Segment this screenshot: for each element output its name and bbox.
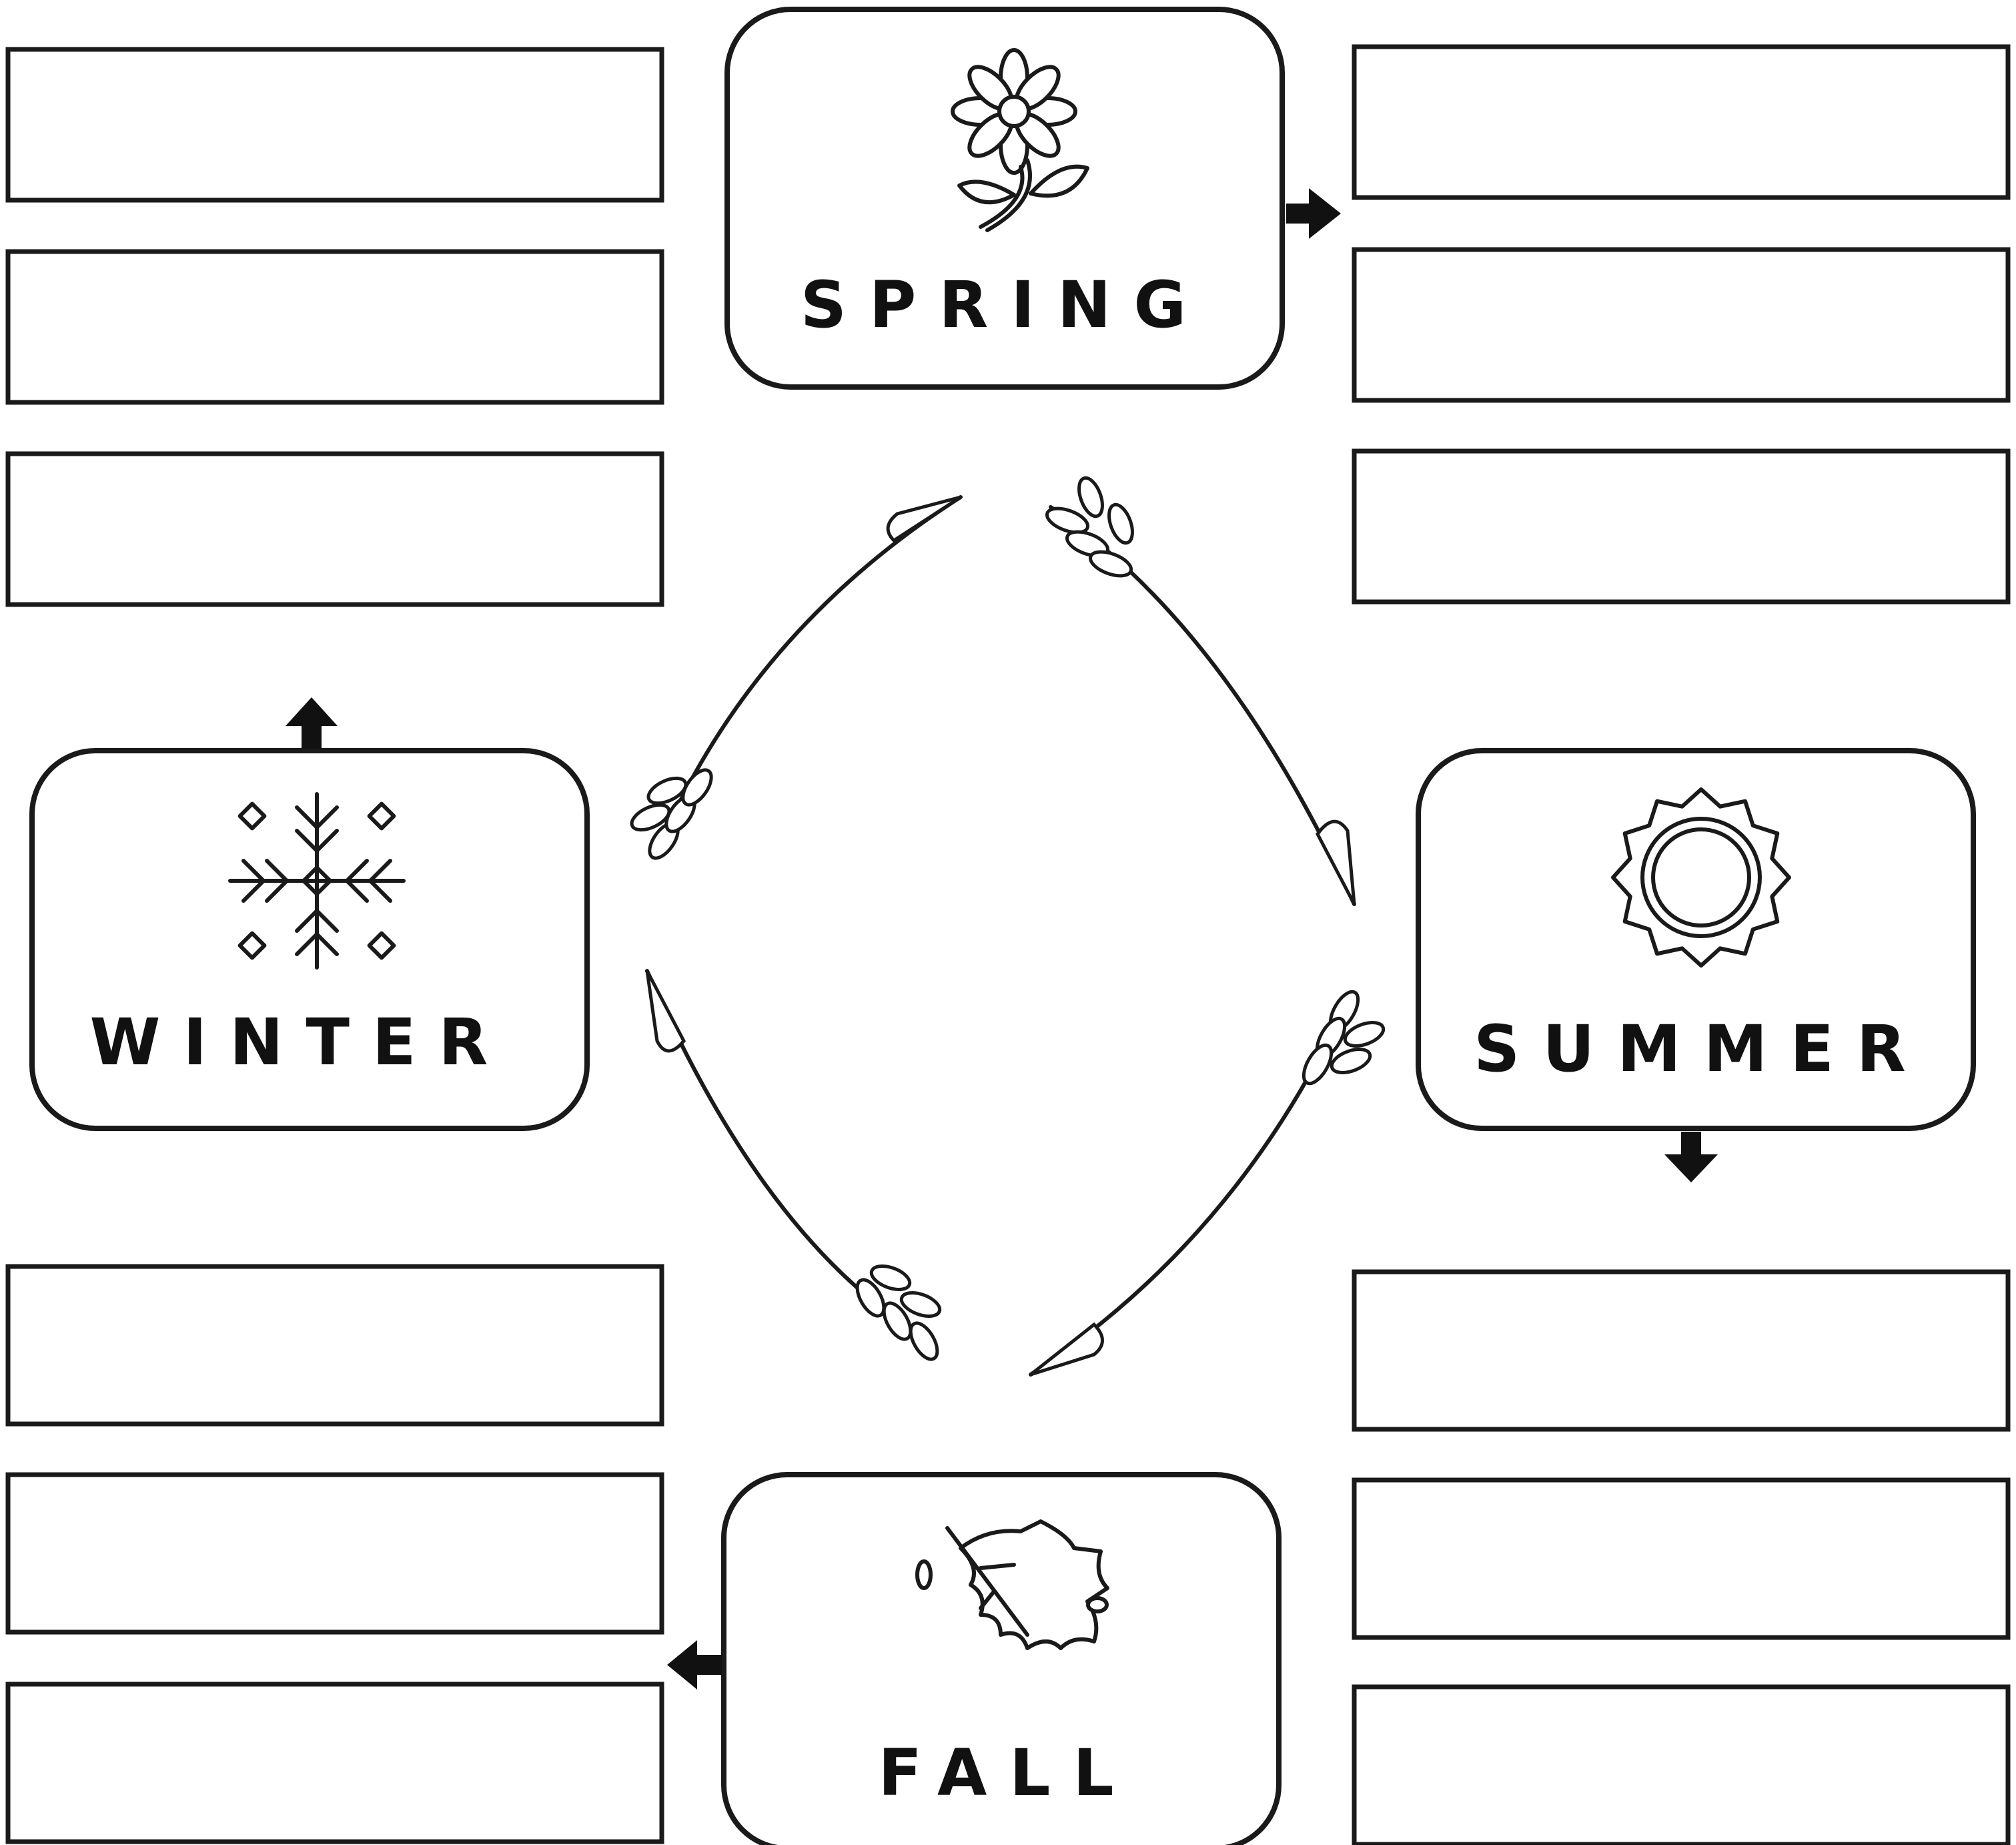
spring-card: SPRING: [727, 9, 1282, 387]
spring-label: SPRING: [801, 268, 1209, 342]
spring-to-boxes-arrow: [1286, 188, 1341, 239]
fall-card: FALL: [724, 1475, 1279, 1845]
cycle-arrow-spring-to-summer: [1044, 475, 1354, 904]
cycle-arrow-summer-to-fall: [1031, 988, 1386, 1375]
winter-card: WINTER: [32, 751, 587, 1128]
summer-card: SUMMER: [1418, 751, 1973, 1128]
summer-answer-box-3[interactable]: [1354, 1687, 2008, 1844]
fall-to-boxes-arrow: [667, 1640, 722, 1690]
fall-answer-boxes: [8, 1266, 662, 1842]
fall-answer-box-2[interactable]: [8, 1475, 662, 1632]
summer-answer-boxes: [1354, 1272, 2008, 1844]
spring-answer-box-2[interactable]: [1354, 250, 2008, 400]
fall-answer-box-1[interactable]: [8, 1266, 662, 1424]
fall-label: FALL: [878, 1736, 1136, 1810]
spring-answer-box-1[interactable]: [1354, 47, 2008, 198]
spring-answer-box-3[interactable]: [1354, 451, 2008, 602]
winter-label: WINTER: [90, 1005, 511, 1080]
cycle-arrow-fall-to-winter: [647, 971, 943, 1363]
summer-to-boxes-arrow: [1664, 1132, 1718, 1182]
fall-answer-box-3[interactable]: [8, 1684, 662, 1842]
summer-answer-box-1[interactable]: [1354, 1272, 2008, 1429]
winter-answer-box-2[interactable]: [8, 252, 662, 402]
cycle-arrow-winter-to-spring: [628, 497, 961, 863]
spring-answer-boxes: [1354, 47, 2008, 602]
summer-label: SUMMER: [1474, 1012, 1929, 1086]
winter-to-boxes-arrow: [286, 697, 338, 749]
winter-answer-box-1[interactable]: [8, 49, 662, 200]
summer-answer-box-2[interactable]: [1354, 1480, 2008, 1637]
winter-answer-box-3[interactable]: [8, 454, 662, 605]
winter-answer-boxes: [8, 49, 662, 605]
